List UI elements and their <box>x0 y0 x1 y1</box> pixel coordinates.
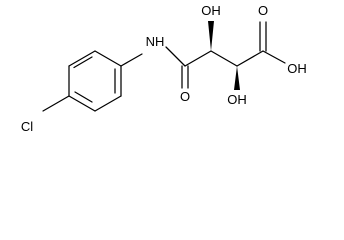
stereo-wedge-top <box>208 21 214 51</box>
chlorine-atom-label: Cl <box>21 119 33 134</box>
ring-bond-4 <box>68 95 96 112</box>
bond-c2-to-c3 <box>210 50 238 67</box>
nh-atom-label: NH <box>146 34 165 49</box>
benzene-ring <box>68 50 122 112</box>
ring-double-bond-b <box>74 91 93 103</box>
amide-oxygen-label: O <box>180 89 190 104</box>
bond-amide-c-to-c2 <box>184 50 212 67</box>
bond-c3-to-acid-carbon <box>236 50 264 67</box>
acid-oxygen-label: O <box>258 3 268 18</box>
bond-ring-cl <box>42 95 70 112</box>
bond-ring-nh <box>120 53 143 67</box>
chemical-structure: Cl NH O OH OH O OH <box>21 3 307 134</box>
stereo-wedge-bottom <box>234 66 240 90</box>
ring-bond-2 <box>68 50 96 67</box>
ring-bond-1 <box>94 50 122 67</box>
ring-double-bond-a <box>73 56 93 69</box>
bottom-hydroxyl-label: OH <box>227 92 247 107</box>
acid-hydroxyl-label: OH <box>287 61 307 76</box>
bond-nh-amide-carbon <box>165 46 186 67</box>
ring-bond-5 <box>94 95 122 112</box>
top-hydroxyl-label: OH <box>201 3 221 18</box>
bond-acid-c-oh <box>262 50 286 64</box>
